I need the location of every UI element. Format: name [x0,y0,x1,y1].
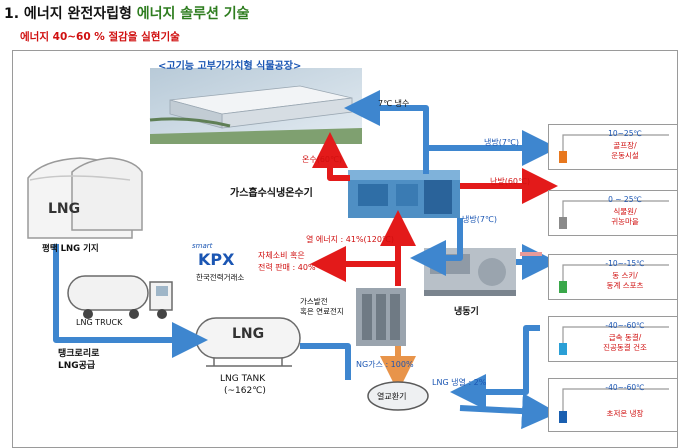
flow-cooling-mid: 냉방(7℃) [462,215,498,224]
lng-tank-image [195,317,301,367]
absorption-chiller-caption: 가스흡수식냉온수기 [230,188,313,199]
red-pipes [310,132,558,286]
flow-ng-gas: NG가스 : 100% [356,360,414,369]
lng-tank-caption: LNG TANK [220,374,266,384]
target-box: 10~25℃ 골프장/ 운동시설 [548,124,678,170]
thermometer-icon [562,388,669,421]
target-color [559,411,567,423]
target-name: 골프장/ 운동시설 [611,141,639,160]
plant-factory-image [149,68,362,144]
target-range: -10~-15℃ [605,259,645,268]
truck-supply-line1: 탱크로리로 [58,349,100,359]
page-title: 1. 에너지 완전자립형 에너지 솔루션 기술 [4,6,250,22]
lng-base-tank-label: LNG [48,201,81,217]
target-name: 동 스키/ 동계 스포츠 [606,271,644,290]
heat-exchanger-image [367,381,429,411]
kpx-logo: KPX [198,250,235,269]
flow-self-use-1: 자체소비 혹은 [258,251,305,260]
lng-tank-label: LNG [232,326,265,342]
target-range: 10~25℃ [608,129,642,138]
target-name: 식물원/ 귀농마을 [611,207,639,226]
heat-exchanger-label: 열교환기 [377,392,407,401]
target-color [559,151,567,163]
lng-base-caption: 평택 LNG 기지 [42,244,99,254]
flow-lng-cold: LNG 냉열 : 2% [432,378,487,387]
flow-heating: 난방(60℃) [490,177,531,186]
target-box: -40~-60℃ 급속 동결/ 진공동결 건조 [548,316,678,362]
lng-tank-temp: (~162℃) [224,386,266,396]
kpx-caption: 한국전력거래소 [196,273,245,282]
target-color [559,217,567,229]
page-subtitle: 에너지 40~60 % 절감을 실현기술 [20,31,180,43]
flow-cold-water: 7℃ 냉수 [378,99,410,108]
generator-caption-1: 가스발전 [300,297,328,306]
factory-caption: <고기능 고부가가치형 식물공장> [158,61,302,72]
flow-self-use-2: 전력 판매 : 40% [258,263,316,272]
target-box: 0 ~ 25℃ 식물원/ 귀농마을 [548,190,678,236]
target-name: 초저온 냉장 [606,409,644,418]
lng-storage-dome [27,157,143,239]
truck-caption: LNG TRUCK [76,318,123,327]
target-color [559,343,567,355]
target-box: -10~-15℃ 동 스키/ 동계 스포츠 [548,254,678,300]
generator-caption-2: 혹은 연료전지 [300,307,344,316]
truck-supply-line2: LNG공급 [58,361,96,371]
absorption-chiller-image [348,170,460,218]
refrigerator-caption: 냉동기 [454,307,479,317]
target-box: -40~-60℃ 초저온 냉장 [548,378,678,432]
target-color [559,281,567,293]
target-range: 0 ~ 25℃ [608,195,642,204]
flow-heat-energy: 열 에너지 : 41%(120℃) [306,235,395,244]
lng-truck-image [67,275,173,319]
kpx-smart: smart [192,242,213,250]
flow-cooling-top: 냉방(7℃) [484,138,520,147]
generator-image [356,288,406,346]
flow-hot-water: 온수(60℃) [302,155,343,164]
target-range: -40~-60℃ [605,383,645,392]
target-range: -40~-60℃ [605,321,645,330]
target-name: 급속 동결/ 진공동결 건조 [603,333,647,352]
blue-pipes [53,90,558,430]
